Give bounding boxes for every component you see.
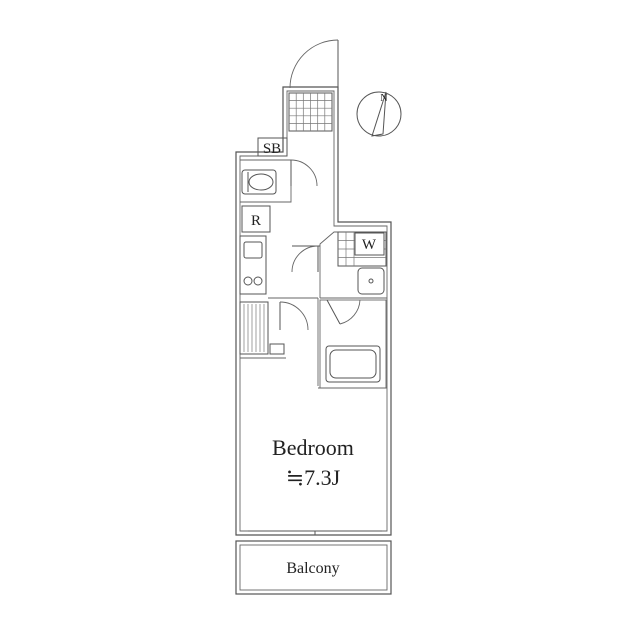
stove-burner-icon — [243, 276, 253, 286]
compass-icon — [356, 91, 402, 137]
corridor-partition — [268, 297, 319, 386]
refrigerator-label: R — [251, 213, 261, 229]
balcony-name: Balcony — [286, 560, 339, 577]
kitchen-counter — [239, 235, 267, 295]
shoe-box-label: SB — [263, 141, 281, 157]
bedroom-name: Bedroom — [272, 435, 354, 460]
toilet-icon — [248, 173, 274, 191]
washbasin-icon — [357, 267, 385, 295]
stove-burner-icon — [253, 276, 263, 286]
washer-label: W — [362, 237, 377, 253]
washroom-door — [291, 245, 320, 273]
washroom: W — [319, 231, 387, 299]
compass: N — [356, 91, 402, 137]
compass-north-label: N — [380, 93, 387, 104]
bedroom-area: ≒7.3J — [286, 465, 341, 490]
bedroom: Bedroom ≒7.3J — [240, 357, 387, 490]
corridor-door — [279, 301, 309, 331]
toilet-door — [290, 159, 318, 187]
refrigerator-space: R — [241, 205, 271, 233]
entrance-door — [289, 39, 339, 89]
balcony: Balcony — [235, 540, 392, 595]
entrance-tiles — [288, 92, 333, 132]
bathroom-door — [326, 299, 361, 325]
closet — [239, 301, 285, 355]
shoe-box: SB — [257, 137, 288, 157]
bathtub-icon — [325, 345, 381, 383]
balcony-window — [248, 530, 382, 536]
toilet-room — [240, 159, 292, 203]
bathroom — [319, 299, 387, 389]
sink-icon — [243, 241, 263, 259]
